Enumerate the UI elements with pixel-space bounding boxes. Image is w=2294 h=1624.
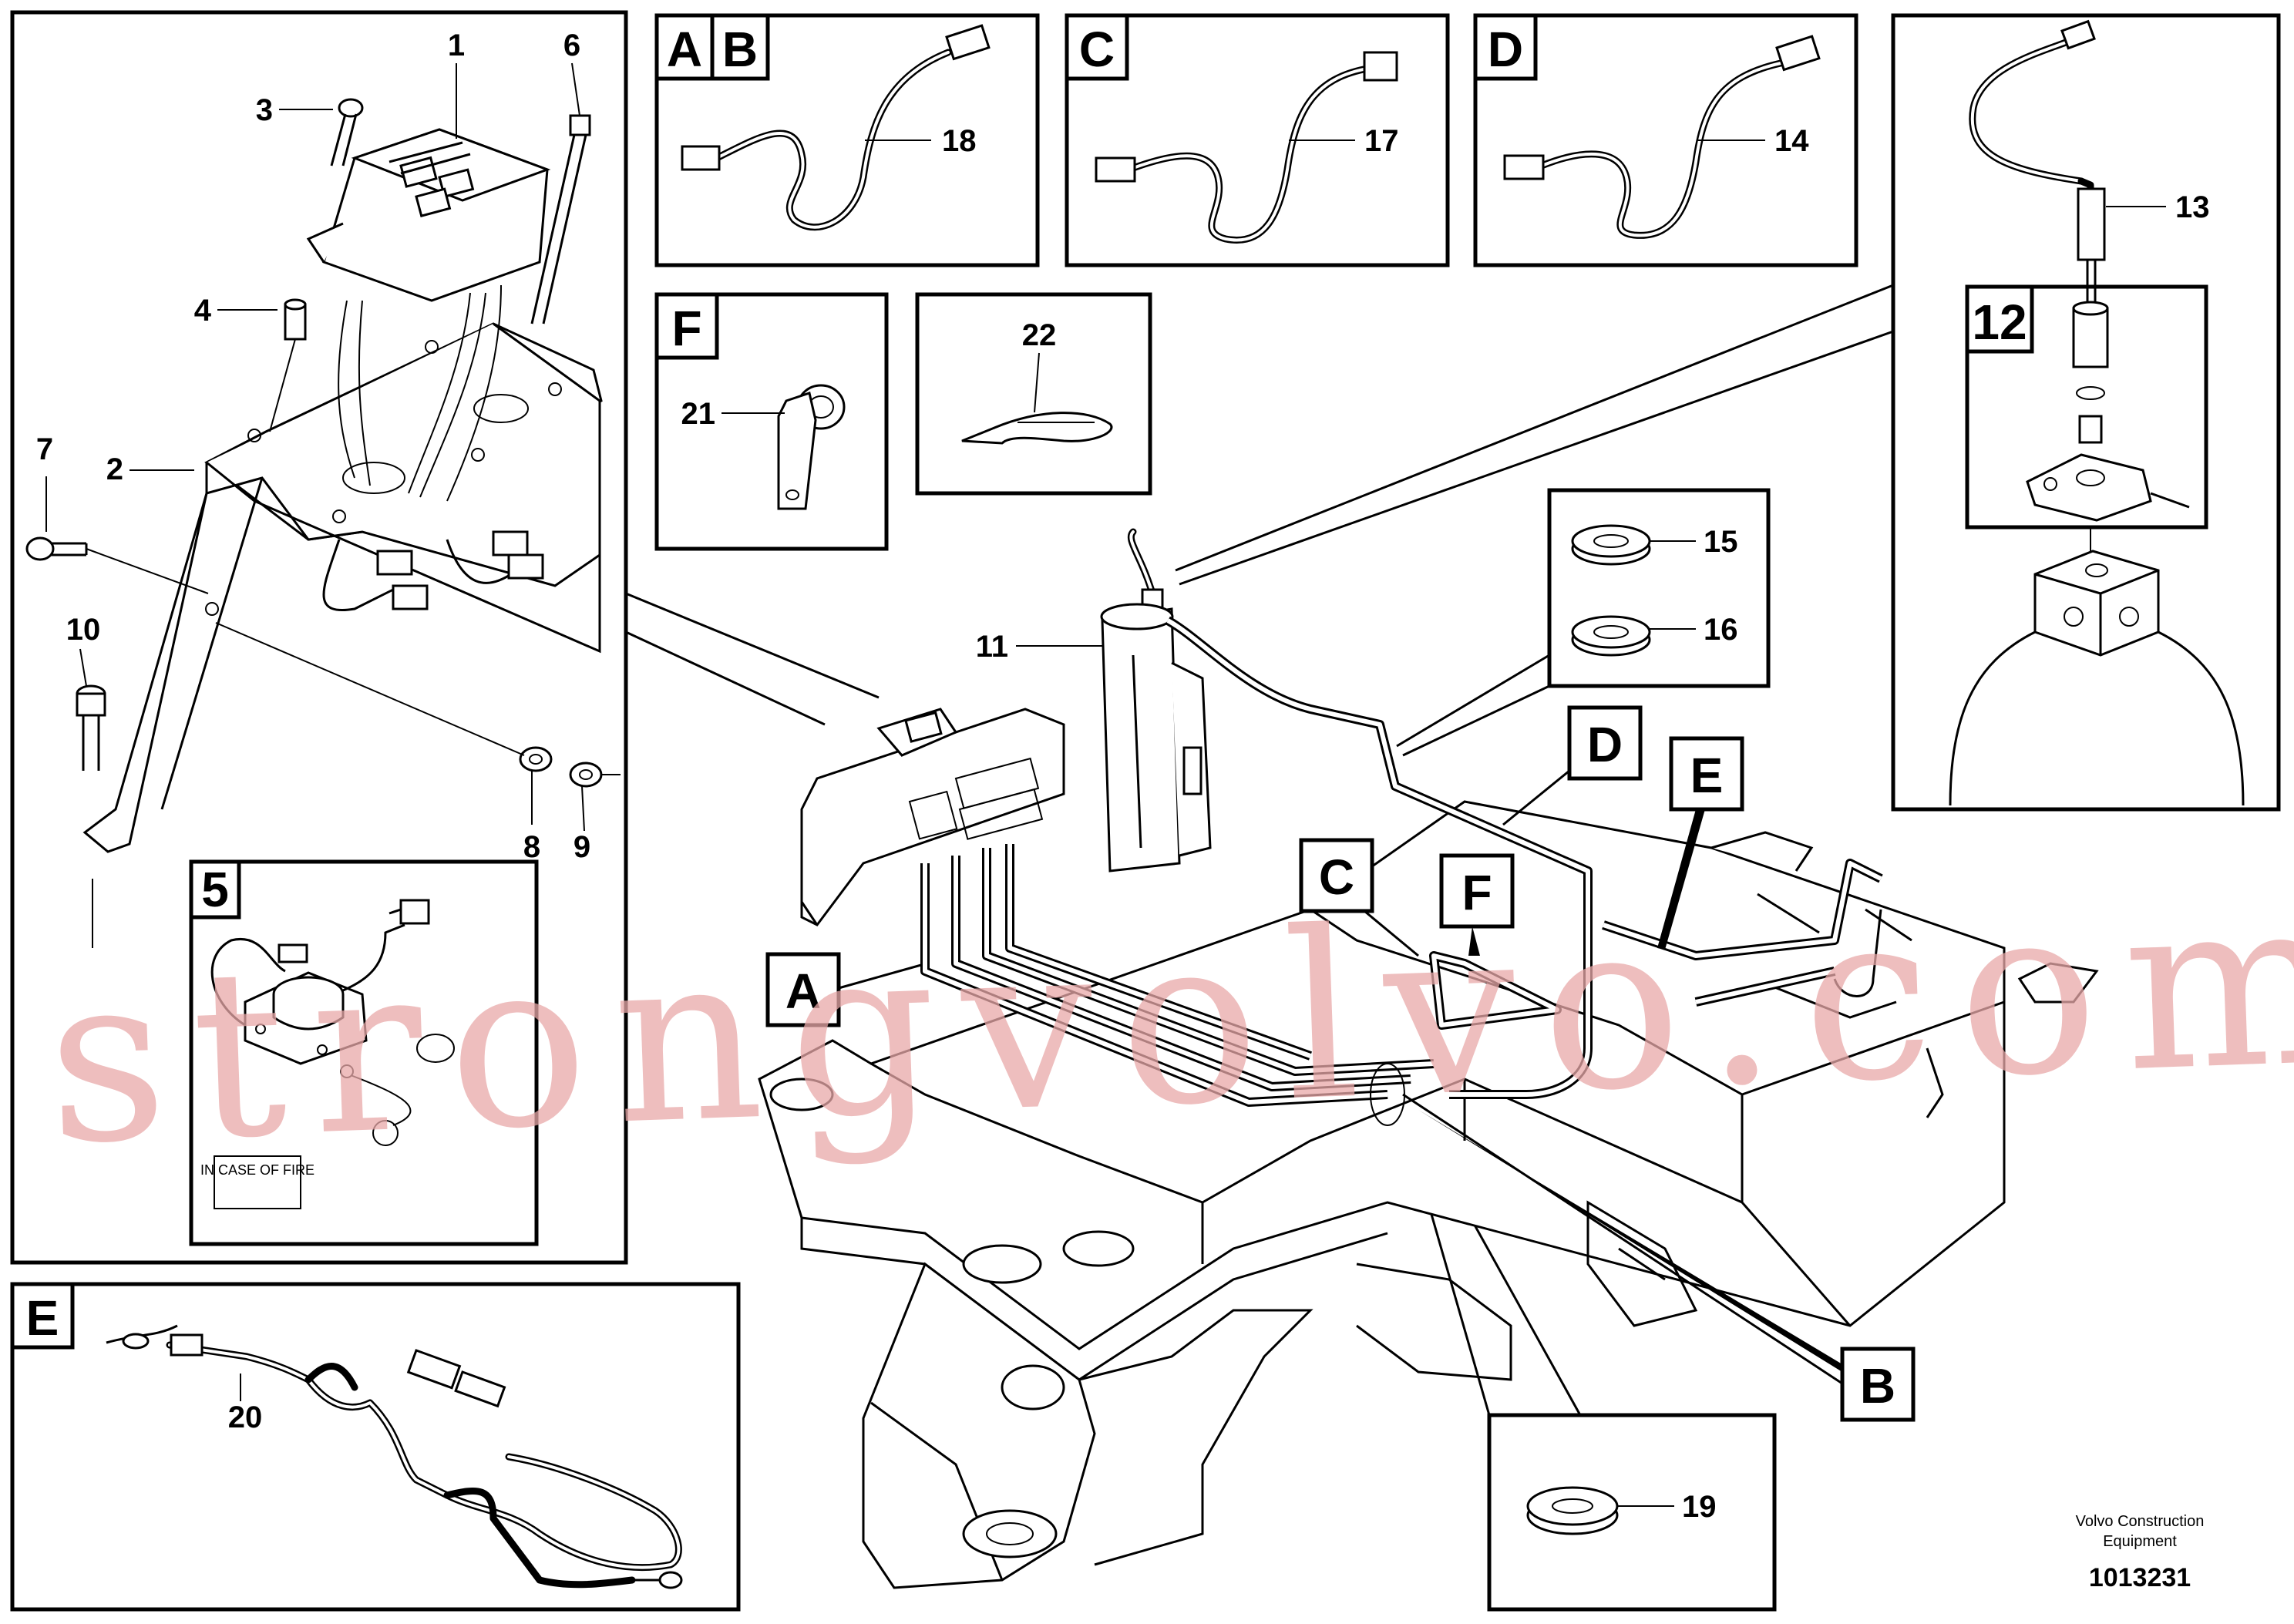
callout-line-12-lower bbox=[1179, 330, 1894, 586]
callout-line-upper bbox=[625, 592, 880, 699]
detail-label-B: B bbox=[722, 22, 758, 77]
detail-label-E: E bbox=[26, 1290, 59, 1346]
harness-20-icon bbox=[106, 1324, 683, 1589]
callout-line-lower bbox=[625, 630, 826, 726]
part-label-2: 2 bbox=[106, 452, 123, 486]
part-label-3: 3 bbox=[256, 93, 273, 127]
part-label-4: 4 bbox=[194, 294, 212, 328]
fire-sticker bbox=[214, 1155, 301, 1209]
bracket-leaders bbox=[45, 62, 585, 832]
fire-extinguisher-bottle-icon bbox=[1100, 528, 1212, 873]
detail-5: 5 IN CASE OF FIRE bbox=[189, 859, 539, 1246]
part-label-22: 22 bbox=[1022, 318, 1057, 352]
brand-line-2: Equipment bbox=[2103, 1533, 2177, 1550]
detail-C: C 17 bbox=[1065, 13, 1450, 267]
callout-C: C bbox=[1299, 838, 1419, 957]
detail-22: 22 bbox=[915, 292, 1152, 496]
part-label-1: 1 bbox=[448, 29, 465, 62]
washer-8-icon bbox=[519, 746, 553, 772]
detail-19: 19 bbox=[1400, 1109, 1777, 1612]
fitting-assembly-icon bbox=[2026, 301, 2190, 522]
brand-line-1: Volvo Construction bbox=[2076, 1513, 2205, 1530]
part-label-16: 16 bbox=[1704, 613, 1738, 647]
svg-text:F: F bbox=[1462, 865, 1492, 920]
grommet-15-icon bbox=[1571, 524, 1651, 566]
part-label-19: 19 bbox=[1682, 1490, 1717, 1524]
part-label-10: 10 bbox=[66, 613, 101, 647]
detail-label-F: F bbox=[671, 301, 701, 356]
callout-F: F bbox=[1439, 853, 1515, 956]
detail-5-label: 5 bbox=[201, 862, 229, 917]
part-label-14: 14 bbox=[1774, 124, 1809, 158]
control-panel-icon bbox=[306, 128, 551, 611]
bolt-axis-line bbox=[215, 622, 525, 756]
detail-F: F 21 bbox=[654, 292, 889, 551]
lower-frame-icon bbox=[769, 1047, 1944, 1589]
callout-E: E bbox=[1657, 736, 1744, 950]
screw-10-icon bbox=[76, 684, 106, 771]
svg-text:B: B bbox=[1860, 1358, 1895, 1414]
callout-A: A bbox=[765, 952, 922, 1027]
svg-text:A: A bbox=[785, 963, 821, 1019]
detail-12-label: 12 bbox=[1972, 294, 2027, 350]
svg-text:C: C bbox=[1319, 849, 1354, 905]
callout-line-15-lower bbox=[1402, 684, 1550, 757]
bolt-6-icon bbox=[530, 114, 591, 324]
drawing-number: 1013231 bbox=[2089, 1563, 2191, 1592]
grommet-16-icon bbox=[1571, 615, 1651, 657]
rear-counterweight-icon bbox=[1710, 831, 2099, 1019]
fire-sticker-text: IN CASE OF FIRE bbox=[200, 1162, 314, 1178]
panel-main-bracket: 5 IN CASE OF FIRE bbox=[10, 10, 880, 1265]
fire-button-icon bbox=[210, 899, 455, 1146]
detail-15-16: 15 16 bbox=[1396, 488, 1771, 757]
detail-D: D 14 bbox=[1473, 13, 1858, 267]
part-label-15: 15 bbox=[1704, 525, 1738, 559]
grommet-19-icon bbox=[1526, 1486, 1619, 1535]
harness-18-icon bbox=[681, 24, 991, 231]
callout-B: B bbox=[1402, 1093, 1916, 1422]
part-label-6: 6 bbox=[563, 29, 580, 62]
svg-text:D: D bbox=[1587, 717, 1623, 772]
callout-line-12-upper bbox=[1175, 284, 1894, 572]
cable-tie-22-icon bbox=[961, 412, 1113, 445]
svg-text:E: E bbox=[1690, 748, 1724, 803]
detail-E: E 20 bbox=[10, 1282, 741, 1612]
detail-AB: A B 18 bbox=[654, 13, 1040, 267]
part-label-9: 9 bbox=[574, 830, 590, 864]
screw-3-icon bbox=[330, 98, 364, 166]
detail-12: 12 13 bbox=[1175, 13, 2281, 812]
part-label-7: 7 bbox=[36, 432, 53, 466]
part-label-21: 21 bbox=[681, 397, 716, 431]
main-machine-view: 11 A B C D E F bbox=[758, 528, 2099, 1589]
detail-label-C: C bbox=[1079, 22, 1115, 77]
tube-bundle-icon bbox=[920, 616, 1883, 1107]
part-label-17: 17 bbox=[1364, 124, 1399, 158]
clip-21-icon bbox=[777, 384, 846, 510]
spacer-4-icon bbox=[269, 298, 307, 432]
callout-D: D bbox=[1502, 705, 1643, 826]
part-label-11: 11 bbox=[976, 630, 1008, 664]
nut-9-icon bbox=[569, 762, 621, 788]
part-label-20: 20 bbox=[228, 1400, 263, 1434]
leader-22 bbox=[1034, 352, 1040, 413]
extinguisher-valve-block-icon bbox=[1949, 528, 2245, 806]
part-label-8: 8 bbox=[523, 830, 540, 864]
console-switch-grid bbox=[908, 757, 1044, 840]
harness-14-icon bbox=[1503, 35, 1821, 239]
detail-label-D: D bbox=[1488, 22, 1523, 77]
footer: Volvo Construction Equipment 1013231 bbox=[2076, 1513, 2205, 1592]
screw-7-icon bbox=[25, 536, 209, 594]
sensor-cable-13-icon bbox=[1969, 19, 2106, 304]
operator-console-icon bbox=[800, 708, 1065, 926]
grommet-location-ring bbox=[1370, 1063, 1405, 1126]
bracket-icon bbox=[82, 322, 603, 853]
harness-17-icon bbox=[1095, 51, 1398, 244]
callout-line-15-upper bbox=[1396, 654, 1550, 748]
detail-label-A: A bbox=[667, 22, 702, 77]
part-label-13: 13 bbox=[2175, 190, 2210, 224]
part-label-18: 18 bbox=[942, 124, 977, 158]
